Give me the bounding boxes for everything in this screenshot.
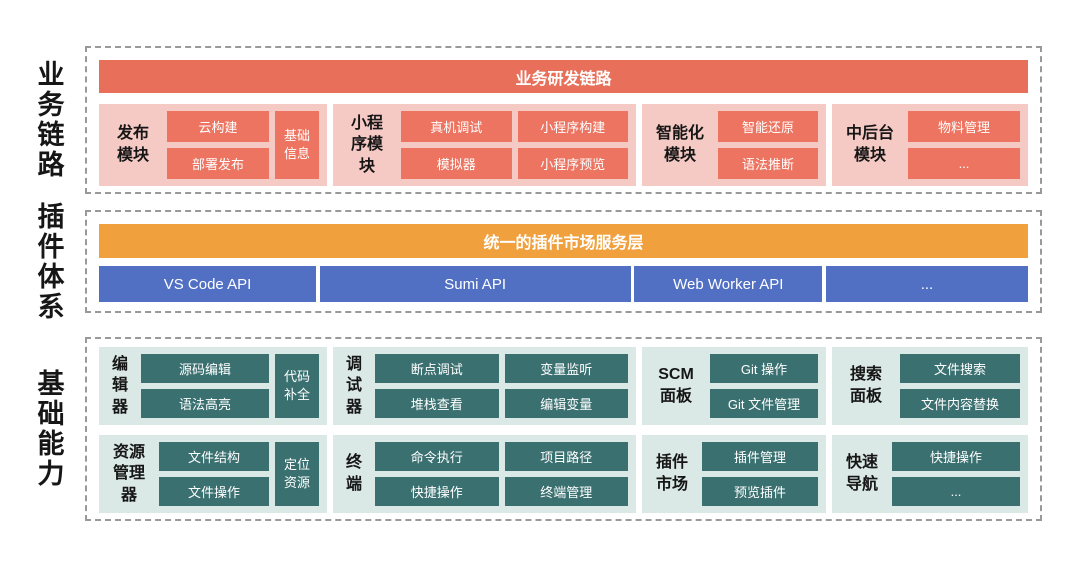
- section-label-plugin-system: 插件体系: [33, 201, 64, 322]
- group-label: 终 端: [345, 454, 362, 493]
- block-deploy-release: 部署发布: [167, 148, 269, 179]
- group-label: 智能化 模块: [655, 125, 704, 164]
- group-blocks: 插件管理 预览插件: [702, 442, 818, 506]
- block-intelligent-restore: 智能还原: [718, 111, 818, 142]
- block-preview-plugin: 预览插件: [702, 477, 818, 506]
- group-debugger: 调 试 器 断点调试 变量监听 堆栈查看 编辑变量: [333, 347, 636, 425]
- group-blocks: 快捷操作 ...: [892, 442, 1020, 506]
- group-blocks: 命令执行 项目路径 快捷操作 终端管理: [375, 442, 628, 506]
- group-editor: 编 辑 器 源码编辑 语法高亮 代码 补全: [99, 347, 327, 425]
- group-label: 发布 模块: [116, 125, 149, 164]
- block-more-ellipsis: ...: [892, 477, 1020, 506]
- block-quick-actions: 快捷操作: [375, 477, 499, 506]
- block-edit-variable: 编辑变量: [504, 389, 628, 418]
- block-cloud-build: 云构建: [167, 111, 269, 142]
- block-variable-watch: 变量监听: [504, 354, 628, 383]
- block-syntax-highlight: 语法高亮: [141, 389, 269, 418]
- section-label-business-chain: 业务链路: [33, 60, 64, 180]
- group-label: 资源 管理 器: [112, 443, 145, 504]
- block-basic-info: 基础 信息: [275, 111, 319, 179]
- group-label: 搜索 面板: [849, 366, 882, 405]
- block-syntax-inference: 语法推断: [718, 148, 818, 179]
- group-quick-navigation: 快速 导航 快捷操作 ...: [832, 435, 1028, 513]
- block-project-path: 项目路径: [504, 442, 628, 471]
- block-command-execution: 命令执行: [375, 442, 499, 471]
- group-blocks: 云构建 部署发布: [167, 111, 269, 179]
- business-chain-panel: 业务研发链路 发布 模块 云构建 部署发布 基础 信息 小程 序模 块 真机调试…: [85, 46, 1042, 194]
- group-scm-panel: SCM 面板 Git 操作 Git 文件管理: [642, 347, 826, 425]
- group-blocks: 文件搜索 文件内容替换: [900, 354, 1020, 418]
- section-label-foundation: 基础能力: [33, 369, 64, 489]
- unified-plugin-market-header: 统一的插件市场服务层: [99, 224, 1028, 258]
- group-release-module: 发布 模块 云构建 部署发布 基础 信息: [99, 104, 327, 186]
- api-row: VS Code API Sumi API Web Worker API ...: [99, 266, 1028, 302]
- block-simulator: 模拟器: [401, 148, 512, 179]
- group-label: 快速 导航: [845, 454, 878, 493]
- api-web-worker: Web Worker API: [634, 266, 823, 302]
- group-search-panel: 搜索 面板 文件搜索 文件内容替换: [832, 347, 1028, 425]
- group-label: SCM 面板: [658, 366, 694, 405]
- group-blocks: 源码编辑 语法高亮: [141, 354, 269, 418]
- block-real-device-debug: 真机调试: [401, 111, 512, 142]
- group-blocks: 断点调试 变量监听 堆栈查看 编辑变量: [375, 354, 628, 418]
- group-blocks: 文件结构 文件操作: [159, 442, 269, 506]
- block-miniprogram-preview: 小程序预览: [517, 148, 628, 179]
- group-miniprogram-module: 小程 序模 块 真机调试 小程序构建 模拟器 小程序预览: [333, 104, 636, 186]
- group-label: 插件 市场: [655, 454, 688, 493]
- business-rd-chain-header: 业务研发链路: [99, 60, 1028, 93]
- block-file-structure: 文件结构: [159, 442, 269, 471]
- foundation-panel: 编 辑 器 源码编辑 语法高亮 代码 补全 调 试 器 断点调试 变量监听 堆栈…: [85, 337, 1042, 521]
- group-midend-module: 中后台 模块 物料管理 ...: [832, 104, 1028, 186]
- block-stack-view: 堆栈查看: [375, 389, 499, 418]
- block-code-completion: 代码 补全: [275, 354, 319, 418]
- block-material-management: 物料管理: [908, 111, 1020, 142]
- block-file-search: 文件搜索: [900, 354, 1020, 383]
- group-label: 调 试 器: [345, 355, 362, 416]
- group-terminal: 终 端 命令执行 项目路径 快捷操作 终端管理: [333, 435, 636, 513]
- block-git-operations: Git 操作: [710, 354, 818, 383]
- group-blocks: Git 操作 Git 文件管理: [710, 354, 818, 418]
- block-more-ellipsis: ...: [908, 148, 1020, 179]
- foundation-row-2: 资源 管理 器 文件结构 文件操作 定位 资源 终 端 命令执行 项目路径 快捷…: [99, 435, 1028, 513]
- block-breakpoint-debug: 断点调试: [375, 354, 499, 383]
- block-source-editing: 源码编辑: [141, 354, 269, 383]
- foundation-row-1: 编 辑 器 源码编辑 语法高亮 代码 补全 调 试 器 断点调试 变量监听 堆栈…: [99, 347, 1028, 425]
- plugin-system-panel: 统一的插件市场服务层 VS Code API Sumi API Web Work…: [85, 210, 1042, 313]
- block-quick-actions: 快捷操作: [892, 442, 1020, 471]
- group-blocks: 物料管理 ...: [908, 111, 1020, 179]
- group-resource-explorer: 资源 管理 器 文件结构 文件操作 定位 资源: [99, 435, 327, 513]
- block-file-content-replace: 文件内容替换: [900, 389, 1020, 418]
- group-label: 编 辑 器: [111, 355, 128, 416]
- block-terminal-management: 终端管理: [504, 477, 628, 506]
- block-git-file-management: Git 文件管理: [710, 389, 818, 418]
- block-file-operations: 文件操作: [159, 477, 269, 506]
- group-intelligence-module: 智能化 模块 智能还原 语法推断: [642, 104, 826, 186]
- api-sumi: Sumi API: [319, 266, 631, 302]
- block-plugin-management: 插件管理: [702, 442, 818, 471]
- group-blocks: 智能还原 语法推断: [718, 111, 818, 179]
- group-plugin-market: 插件 市场 插件管理 预览插件: [642, 435, 826, 513]
- block-miniprogram-build: 小程序构建: [517, 111, 628, 142]
- group-blocks: 真机调试 小程序构建 模拟器 小程序预览: [401, 111, 628, 179]
- block-locate-resource: 定位 资源: [275, 442, 319, 506]
- api-vscode: VS Code API: [99, 266, 316, 302]
- api-more-ellipsis: ...: [825, 266, 1028, 302]
- business-modules-row: 发布 模块 云构建 部署发布 基础 信息 小程 序模 块 真机调试 小程序构建 …: [99, 104, 1028, 186]
- group-label: 小程 序模 块: [350, 114, 383, 175]
- group-label: 中后台 模块: [845, 125, 894, 164]
